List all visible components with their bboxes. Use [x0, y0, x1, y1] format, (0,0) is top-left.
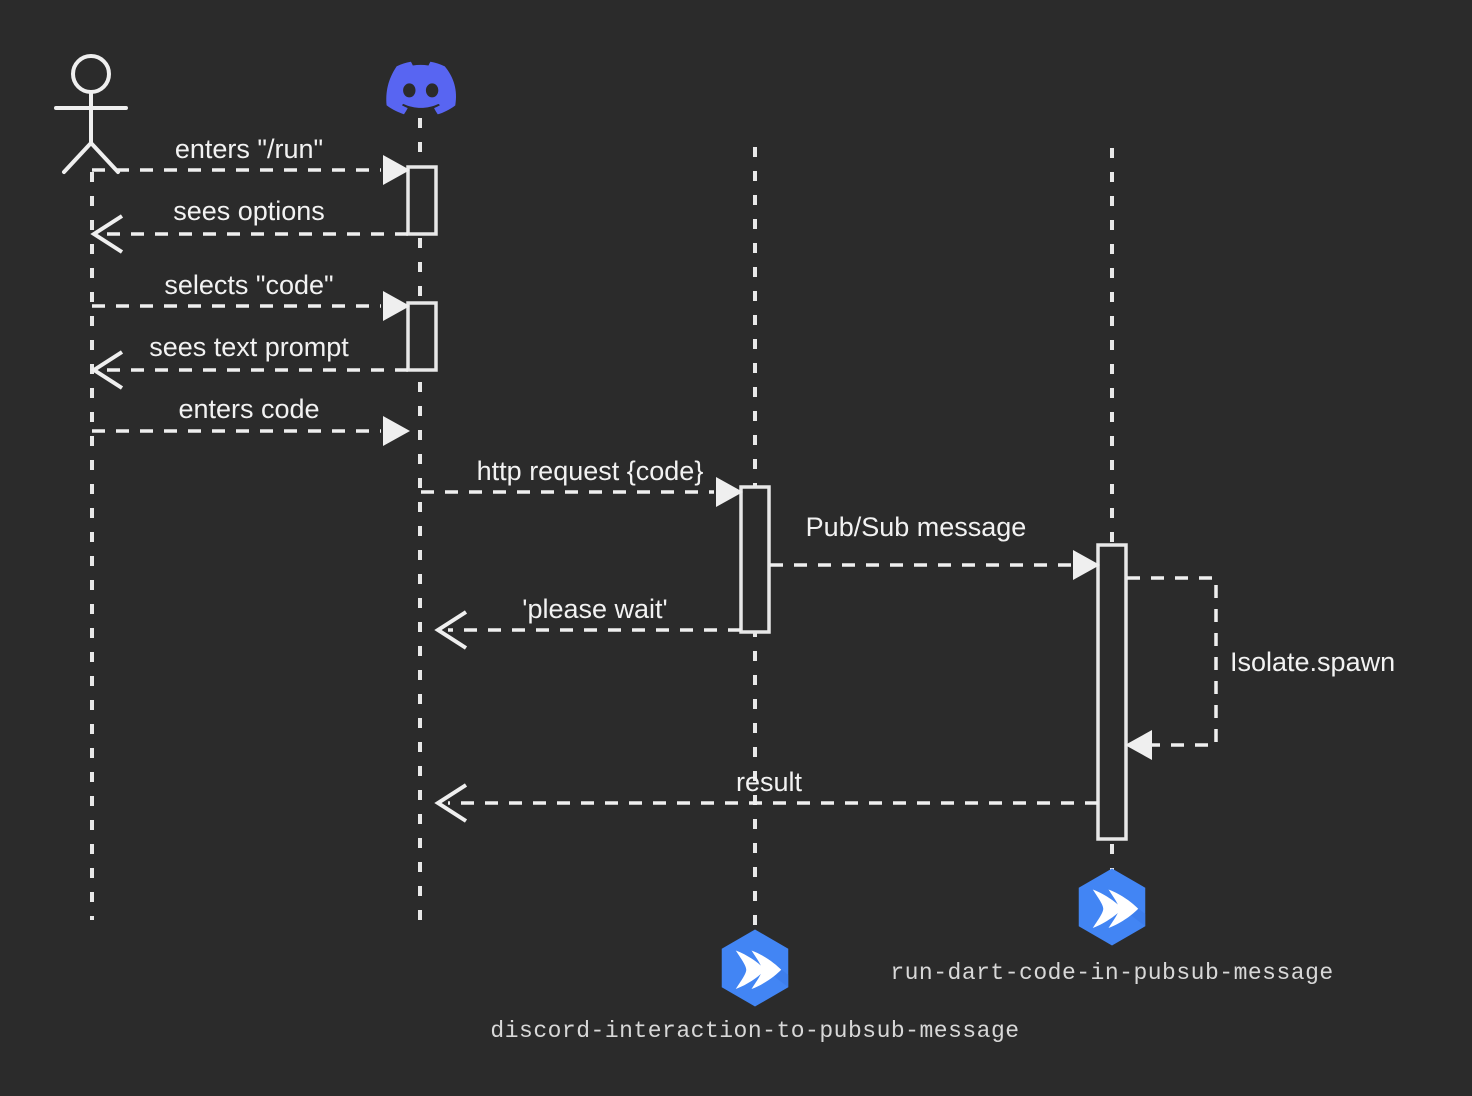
message-pubsub-message: Pub/Sub message: [770, 512, 1100, 580]
message-label: Pub/Sub message: [806, 512, 1027, 542]
message-label: Isolate.spawn: [1230, 647, 1395, 677]
activation-run-dart-code-fn: [1096, 543, 1128, 841]
arrowhead-filled-icon: [383, 155, 410, 185]
message-http-request: http request {code}: [421, 456, 743, 507]
activation-discord-1: [406, 165, 438, 236]
message-label: http request {code}: [477, 456, 704, 486]
message-label: 'please wait': [522, 594, 667, 624]
arrowhead-open-icon: [90, 214, 124, 254]
message-label: enters "/run": [175, 134, 323, 164]
activation-discord-interaction-fn: [739, 485, 771, 634]
message-enters-code: enters code: [92, 394, 410, 446]
message-label: enters code: [178, 394, 319, 424]
arrowhead-filled-icon: [383, 416, 410, 446]
actor-stick-figure-icon: [54, 54, 128, 174]
arrowhead-filled-icon: [1073, 550, 1100, 580]
message-label: sees options: [173, 196, 325, 226]
message-please-wait: 'please wait': [434, 594, 741, 650]
arrowhead-filled-icon: [1125, 730, 1152, 760]
discord-logo-icon: [386, 61, 457, 115]
message-sees-text-prompt: sees text prompt: [90, 332, 408, 390]
participant-label-run-dart-code: run-dart-code-in-pubsub-message: [890, 960, 1333, 986]
message-sees-options: sees options: [90, 196, 408, 254]
arrowhead-filled-icon: [716, 477, 743, 507]
message-isolate-spawn: Isolate.spawn: [1125, 576, 1395, 760]
activation-discord-2: [406, 301, 438, 372]
message-label: result: [736, 767, 803, 797]
message-label: selects "code": [164, 270, 333, 300]
arrowhead-open-icon: [434, 783, 468, 823]
message-result: result: [434, 767, 1098, 823]
participant-label-discord-interaction: discord-interaction-to-pubsub-message: [490, 1018, 1019, 1044]
cloud-function-icon-discord-interaction: [721, 929, 789, 1007]
message-selects-code: selects "code": [92, 270, 410, 321]
arrowhead-filled-icon: [383, 291, 410, 321]
cloud-function-icon-run-dart-code: [1078, 868, 1146, 946]
message-enters-run: enters "/run": [92, 134, 410, 185]
arrowhead-open-icon: [90, 350, 124, 390]
arrowhead-open-icon: [434, 610, 468, 650]
message-label: sees text prompt: [149, 332, 349, 362]
